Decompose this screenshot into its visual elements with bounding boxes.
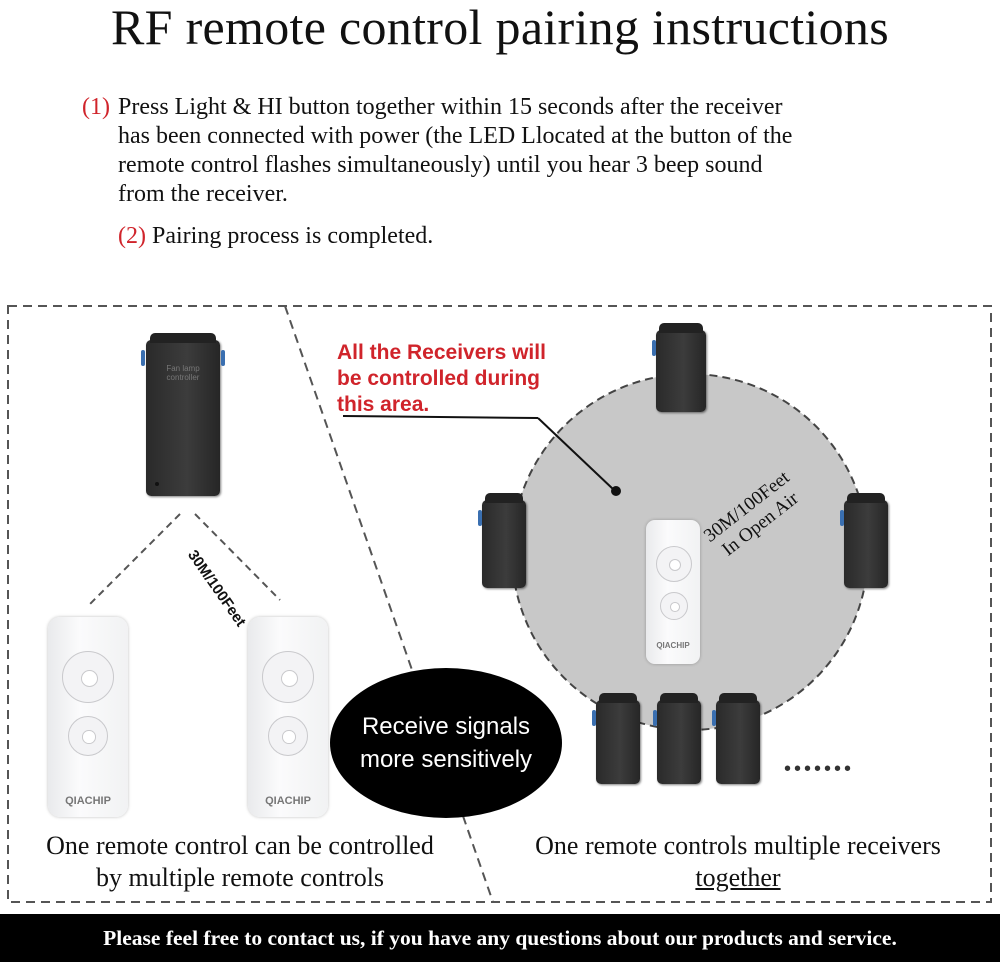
step-1-line: remote control flashes simultaneously) u… — [118, 152, 763, 178]
coverage-callout: All the Receivers will be controlled dur… — [337, 340, 546, 418]
more-receivers-dots: ••••••• — [784, 758, 855, 780]
remote-brand: QIACHIP — [265, 795, 311, 807]
remote-control-2: QIACHIP — [248, 617, 328, 817]
remote-dpad — [62, 651, 114, 703]
contact-footer: Please feel free to contact us, if you h… — [0, 914, 1000, 962]
sensitivity-bubble: Receive signals more sensitively — [330, 668, 562, 818]
bubble-line: Receive signals — [361, 713, 531, 740]
remote-control-1: QIACHIP — [48, 617, 128, 817]
signal-line-left — [89, 513, 181, 605]
callout-line-a — [342, 415, 539, 419]
dashed-border — [7, 305, 992, 903]
step-1-line: Press Light & HI button together within … — [118, 94, 783, 120]
bubble-line: more sensitively — [359, 746, 533, 773]
receiver-bottom-2 — [653, 693, 701, 784]
signal-line-right — [194, 513, 281, 601]
remote-speed-pad — [268, 716, 308, 756]
remote-speed-pad — [660, 592, 688, 620]
remote-dpad — [656, 546, 692, 582]
receiver-sticker: Fan lamp controller — [166, 364, 200, 382]
receiver-left-side — [478, 493, 526, 588]
callout-line: be controlled during — [337, 367, 540, 390]
receiver-top — [652, 323, 706, 412]
right-caption-line: together — [695, 863, 781, 892]
receiver-bottom-3 — [712, 693, 760, 784]
remote-control-center: QIACHIP — [646, 520, 700, 664]
step-1-line: from the receiver. — [118, 181, 288, 207]
callout-line: All the Receivers will — [337, 341, 546, 364]
step-1-text: Press Light & HI button together within … — [118, 93, 792, 209]
remote-speed-pad — [68, 716, 108, 756]
callout-line: this area. — [337, 393, 430, 416]
right-caption: One remote controls multiple receivers t… — [496, 830, 980, 894]
callout-line-b — [537, 417, 615, 491]
step-1-number: (1) — [82, 94, 110, 120]
step-2-text: Pairing process is completed. — [152, 223, 434, 249]
left-caption: One remote control can be controlled by … — [10, 830, 470, 894]
remote-brand: QIACHIP — [65, 795, 111, 807]
step-1-line: has been connected with power (the LED L… — [118, 123, 793, 149]
left-caption-line: One remote control can be controlled — [46, 831, 434, 860]
callout-dot — [611, 486, 621, 496]
right-caption-line: One remote controls multiple receivers — [535, 831, 941, 860]
receiver-left: Fan lamp controller — [141, 333, 225, 496]
step-2-number: (2) — [118, 223, 146, 249]
page-title: RF remote control pairing instructions — [111, 0, 889, 55]
remote-dpad — [262, 651, 314, 703]
receiver-bottom-1 — [592, 693, 640, 784]
receiver-right-side — [840, 493, 888, 588]
remote-brand: QIACHIP — [656, 641, 690, 650]
left-caption-line: by multiple remote controls — [95, 863, 385, 892]
